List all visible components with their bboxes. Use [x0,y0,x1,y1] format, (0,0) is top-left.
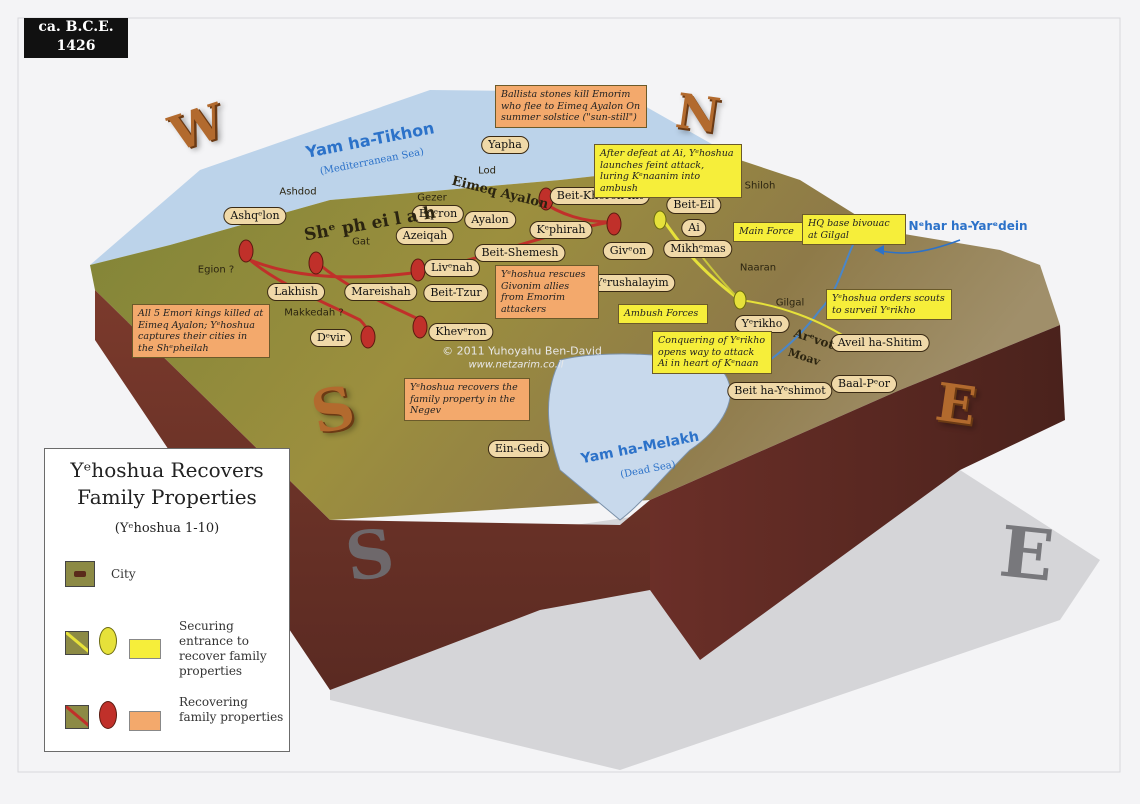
south-face [95,290,650,690]
place-ashdod: Ashdod [279,186,317,198]
legend-securing-label: Securing entrance to recover family prop… [179,619,267,678]
compass-east-shadow: E [995,509,1058,598]
city-kphirah: Kᵉphirah [529,221,593,239]
route-yellow-3 [739,299,851,341]
note-feint: After defeat at Ai, Yᵉhoshua launches fe… [594,144,742,198]
city-ayalon: Ayalon [464,211,516,229]
shield-icon [606,212,622,236]
date-year: 1426 [56,38,96,54]
legend-securing-note-swatch [129,639,161,659]
place-makkedah: Makkedah ? [284,307,344,319]
shield-icon [308,251,324,275]
shield-icon [733,290,747,310]
legend-securing-swatch [65,631,89,655]
land-surface [90,160,1060,520]
city-beit-shemesh: Beit-Shemesh [474,244,566,262]
city-baal-por: Baal-Pᵉor [831,375,897,393]
date-era: ca. B.C.E. [38,19,114,35]
city-yrushalayim: Yᵉrushalayim [588,274,676,292]
place-gilgal: Gilgal [775,297,805,309]
shield-icon [410,258,426,282]
note-rescues: Yᵉhoshua rescues Givonim allies from Emo… [495,265,599,319]
place-gat: Gat [352,236,370,248]
city-aveil: Aveil ha-Shitim [830,334,930,352]
note-kings: All 5 Emori kings killed at Eimeq Ayalon… [132,304,270,358]
city-livnah: Livᵉnah [423,259,481,277]
copyright-line2: www.netzarim.co.il [468,359,564,371]
city-givon: Givᵉon [602,242,654,260]
jordan-label: Nᵉhar ha-Yarᵉdein [908,219,1028,233]
city-beit-tzur: Beit-Tzur [423,284,489,302]
place-naaran: Naaran [739,262,777,274]
shield-icon [412,315,428,339]
city-khevron: Khevᵉron [428,323,494,341]
note-hq: HQ base bivouac at Gilgal [802,214,906,245]
compass-north: N [672,83,724,145]
note-ambush: Ambush Forces [618,304,708,324]
legend-title: Yᵉhoshua Recovers Family Properties [70,458,264,509]
note-main-force: Main Force [733,222,803,242]
city-azeiqah: Azeiqah [395,227,455,245]
note-conquering: Conquering of Yᵉrikho opens way to attac… [652,331,772,374]
city-ein-gedi: Ein-Gedi [487,440,551,458]
frame [17,17,1121,773]
legend-recovering-label: Recovering family properties [179,695,284,724]
jordan-river [769,231,861,361]
city-ashqlon: Ashqᵉlon [223,207,287,225]
shield-icon [653,210,667,230]
city-eqron: Eqᵉron [411,205,465,223]
shield-icons-red [238,187,622,349]
shield-icon [360,325,376,349]
legend-subtitle: (Yᵉhoshua 1-10) [114,521,220,536]
shield-icon [99,627,117,655]
copyright-line1: © 2011 Yuhoyahu Ben-David [442,344,602,358]
place-shiloh: Shiloh [744,180,776,192]
city-yapha: Yapha [481,136,529,154]
east-face [650,325,1065,660]
note-negev: Yᵉhoshua recovers the family property in… [404,378,530,421]
note-ballista: Ballista stones kill Emorim who flee to … [495,85,647,128]
city-dvir: Dᵉvir [309,329,353,347]
legend: Yᵉhoshua Recovers Family Properties (Yᵉh… [44,448,290,752]
city-icon [74,571,86,577]
city-ai: Ai [681,219,707,237]
place-egion: Egion ? [197,264,235,276]
place-gezer: Gezer [417,192,447,204]
compass-east: E [931,371,980,438]
city-beit-yshimot: Beit ha-Yᵉshimot [727,382,833,400]
city-lakhish: Lakhish [267,283,325,301]
legend-city-label: City [111,567,136,581]
city-mareishah: Mareishah [344,283,418,301]
shield-icon [238,239,254,263]
legend-city-swatch [65,561,95,587]
shield-icon [99,701,117,729]
place-lod: Lod [478,165,496,177]
legend-recovering-swatch [65,705,89,729]
note-scouts: Yᵉhoshua orders scouts to surveil Yᵉrikh… [826,289,952,320]
city-beit-eil: Beit-Eil [666,196,722,214]
legend-recovering-note-swatch [129,711,161,731]
city-mikhmas: Mikhᵉmas [663,240,733,258]
date-box: ca. B.C.E. 1426 [24,18,128,58]
shield-icons-yellow [653,210,747,310]
